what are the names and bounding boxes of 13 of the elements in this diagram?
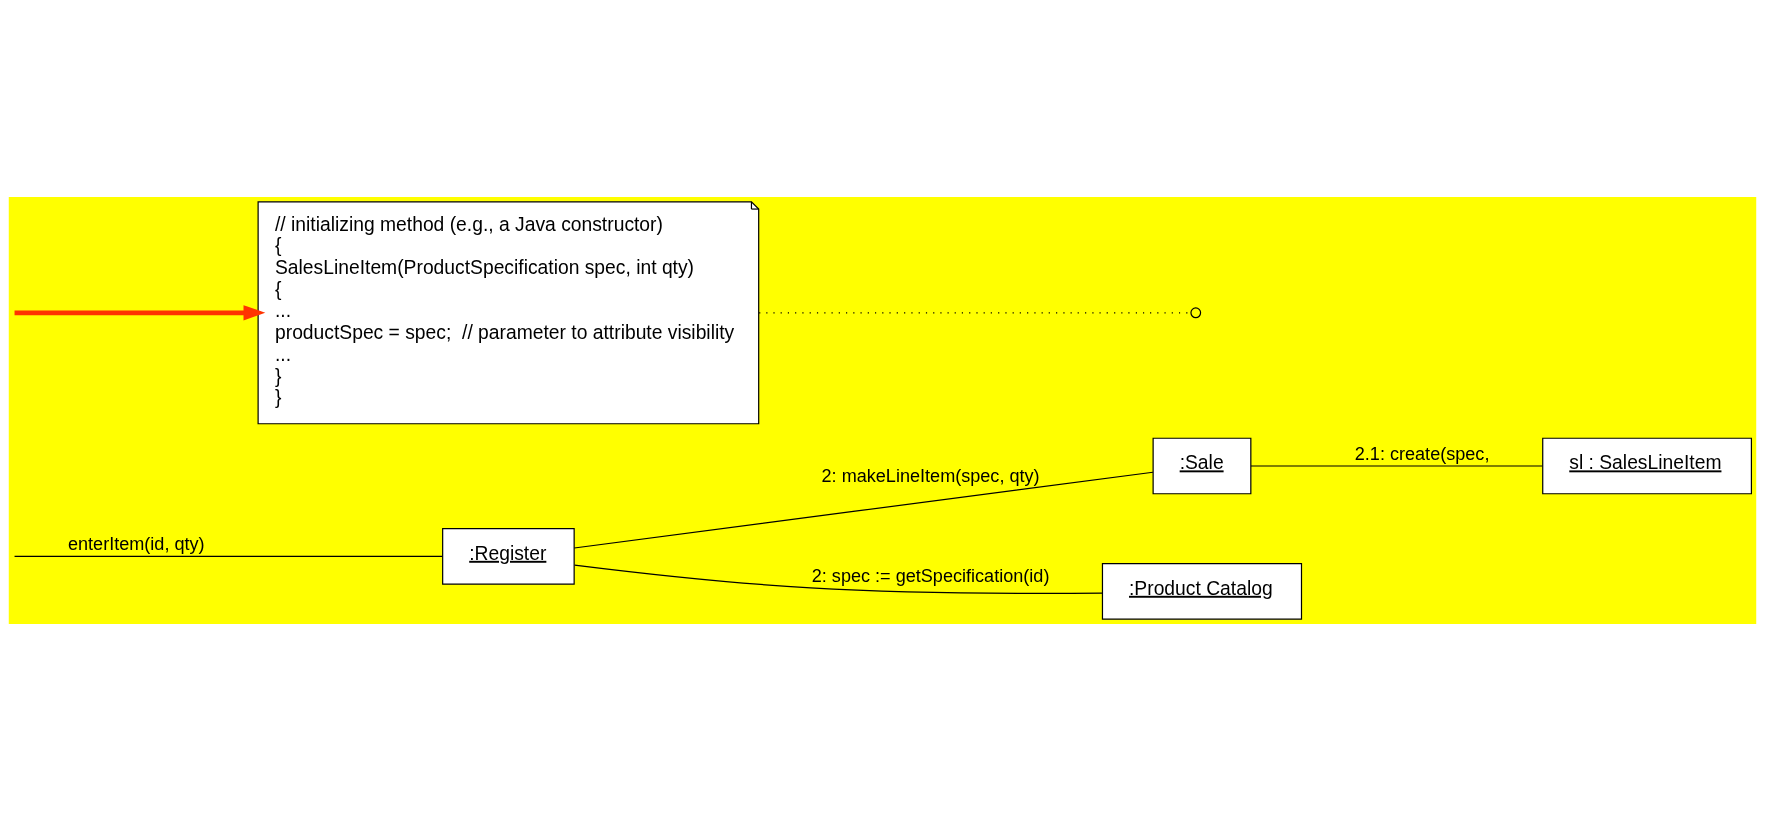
arrow [14,305,266,321]
connector [573,471,1154,549]
node-box: :Register [442,528,575,585]
connector [1250,465,1543,467]
node-box: :Product Catalog [1101,563,1303,620]
node-box: :Sale [1152,437,1252,495]
connector [574,564,1104,594]
edge-label: 2.1: create(spec, [1354,443,1490,464]
connector [13,555,443,558]
node-box: sl : SalesLineItem [1542,437,1752,495]
edge-label: 2: makeLineItem(spec, qty) [821,465,1040,486]
edge-label: enterItem(id, qty) [67,534,205,555]
edge-label: 2: spec := getSpecification(id) [811,565,1050,586]
